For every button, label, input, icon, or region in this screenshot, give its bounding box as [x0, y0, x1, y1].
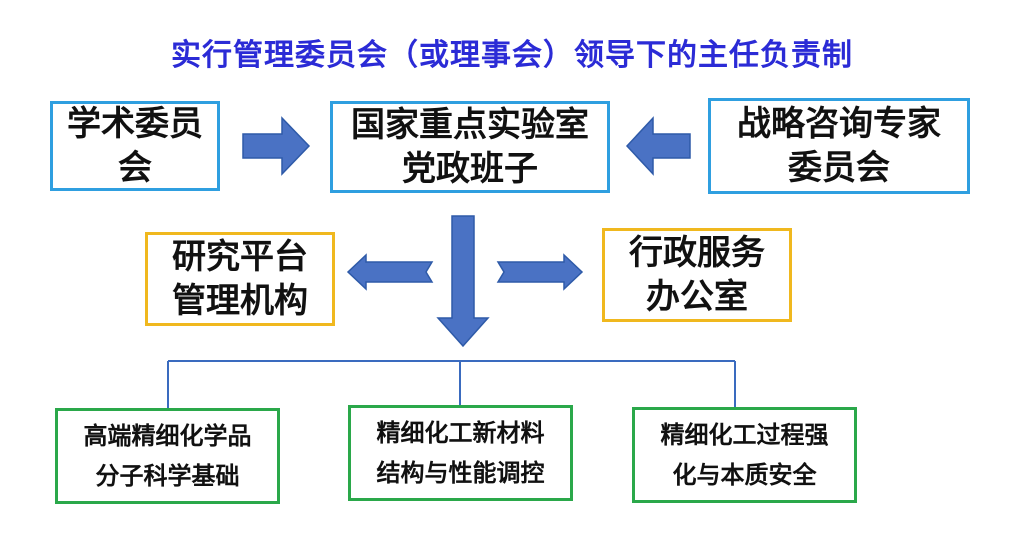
research-unit-box-3: 精细化工过程强 化与本质安全	[632, 407, 857, 503]
research-platform-line1: 研究平台	[172, 237, 308, 277]
research-unit-box-1: 高端精细化学品 分子科学基础	[55, 408, 280, 504]
arrow-right-icon	[242, 116, 311, 176]
lab-leadership-box: 国家重点实验室 党政班子	[330, 101, 610, 193]
strategy-committee-box: 战略咨询专家 委员会	[708, 98, 970, 194]
admin-office-line1: 行政服务	[629, 233, 765, 273]
admin-office-line2: 办公室	[646, 277, 748, 317]
diagram-title: 实行管理委员会（或理事会）领导下的主任负责制	[171, 38, 853, 73]
strategy-committee-line1: 战略咨询专家	[737, 104, 941, 144]
research-unit-box-2: 精细化工新材料 结构与性能调控	[348, 405, 573, 501]
research-unit-1-line2: 分子科学基础	[95, 462, 240, 490]
lab-leadership-line1: 国家重点实验室	[351, 105, 589, 145]
arrow-down-icon	[436, 215, 490, 348]
research-unit-3-line2: 化与本质安全	[672, 461, 817, 489]
academic-committee-line1: 学术委员	[67, 104, 203, 144]
arrow-right-icon	[496, 253, 584, 291]
lab-leadership-line2: 党政班子	[402, 149, 538, 189]
research-platform-line2: 管理机构	[172, 281, 308, 321]
arrow-left-icon	[625, 116, 691, 176]
research-unit-1-line1: 高端精细化学品	[83, 422, 252, 450]
strategy-committee-line2: 委员会	[788, 148, 890, 188]
research-unit-2-line2: 结构与性能调控	[376, 459, 545, 487]
research-unit-3-line1: 精细化工过程强	[660, 421, 829, 449]
academic-committee-box: 学术委员 会	[50, 101, 220, 191]
academic-committee-line2: 会	[118, 148, 152, 188]
research-platform-box: 研究平台 管理机构	[145, 232, 335, 326]
arrow-left-icon	[346, 253, 434, 291]
research-unit-2-line1: 精细化工新材料	[376, 419, 545, 447]
admin-office-box: 行政服务 办公室	[602, 228, 792, 322]
